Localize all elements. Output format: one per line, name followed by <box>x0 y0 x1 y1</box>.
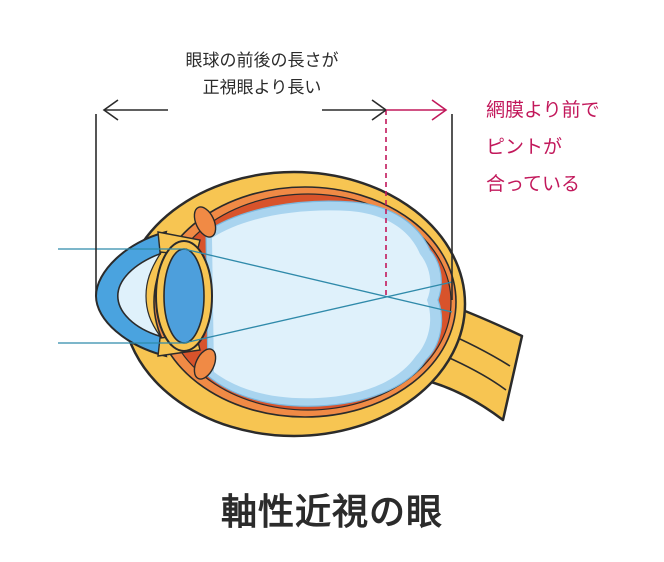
arrowhead-left-icon <box>102 99 119 121</box>
focus-label-line: ピントが <box>486 136 563 158</box>
focus-arrowhead-icon <box>431 99 448 121</box>
eyeball-length-label-line: 正視眼より長い <box>202 78 322 98</box>
focus-label-line: 合っている <box>486 173 581 195</box>
ciliary-body-upper <box>193 206 217 238</box>
eyeball-length-label-line: 眼球の前後の長さが <box>185 51 339 71</box>
vitreous-body <box>212 210 431 399</box>
ciliary-body-lower <box>193 348 217 380</box>
light-ray-upper <box>183 248 453 313</box>
light-ray-lower <box>183 281 453 344</box>
eyeball-length-label: 眼球の前後の長さが 正視眼より長い <box>158 48 366 102</box>
lens <box>163 248 205 344</box>
focus-front-of-retina-label: 網膜より前で ピントが 合っている <box>486 92 600 203</box>
diagram-caption: 軸性近視の眼 <box>220 492 443 533</box>
anterior-chamber <box>117 252 162 338</box>
focus-label-line: 網膜より前で <box>486 99 600 121</box>
